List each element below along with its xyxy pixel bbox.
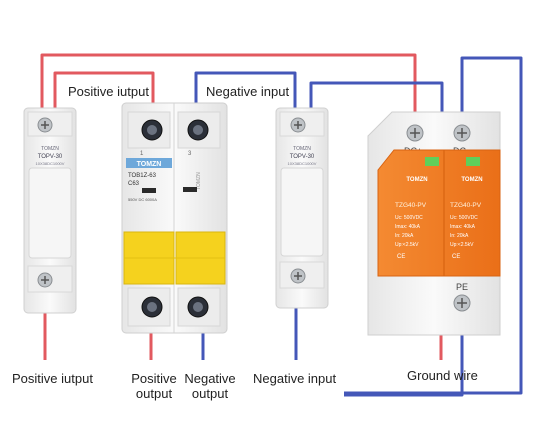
label-top-negative-input: Negative input <box>206 84 290 99</box>
breaker-brand: TOMZN <box>137 161 162 168</box>
fuse-left-spec: 10X38DC1000V <box>36 161 65 166</box>
spd-module-1-brand: TOMZN <box>406 177 427 183</box>
label-bottom-negative-input: Negative input <box>253 371 337 386</box>
fuse-left-brand: TOMZN <box>41 146 59 152</box>
breaker-spec: 550V DC 6000A <box>128 197 157 202</box>
breaker-terminal-3: 3 <box>188 151 192 157</box>
positive-wire-to-breaker <box>53 71 155 112</box>
fuse-holder-left: TOMZN TOPV-30 10X38DC1000V <box>23 107 77 314</box>
label-ground-wire: Ground wire <box>407 368 478 383</box>
spd-module-1-model: TZG40-PV <box>395 202 427 209</box>
spd-module-1-ce: CE <box>397 254 405 260</box>
spd-module-2: TOMZN TZG40-PV Uc: 500VDC Imax: 40kA In:… <box>450 177 483 260</box>
label-positive-output-line2: output <box>135 386 173 401</box>
spd-module-2-in: In: 20kA <box>450 233 469 239</box>
fuse-right-brand: TOMZN <box>293 146 311 152</box>
label-negative-output-line1: Negative <box>184 371 236 386</box>
label-positive-output-line1: Positive <box>131 371 177 386</box>
breaker-side-label: TOMZN <box>196 172 202 190</box>
label-positive-output: Positive output <box>126 371 182 401</box>
label-negative-output-line2: output <box>191 386 229 401</box>
fuse-left-model: TOPV-30 <box>38 154 63 160</box>
breaker-model: TOB1Z-63 <box>128 173 157 179</box>
fuse-holder-right: TOMZN TOPV-30 10X38DC1000V <box>275 107 329 309</box>
label-top-positive-input: Positive iutput <box>68 84 149 99</box>
negative-wire-to-breaker <box>194 71 297 112</box>
spd-module-1: TOMZN TZG40-PV Uc: 500VDC Imax: 40kA In:… <box>395 177 428 260</box>
spd-module-2-ce: CE <box>452 254 460 260</box>
spd-module-2-model: TZG40-PV <box>450 202 482 209</box>
fuse-right-spec: 10X38DC1000V <box>288 161 317 166</box>
breaker-rating: C63 <box>128 181 140 187</box>
spd-module-2-brand: TOMZN <box>461 177 482 183</box>
fuse-right-model: TOPV-30 <box>290 154 315 160</box>
spd-module-1-up: Up:<2.5kV <box>395 242 419 248</box>
negative-wire-to-spd <box>309 81 444 112</box>
spd-module-1-in: In: 20kA <box>395 233 414 239</box>
spd-module-1-imax: Imax: 40kA <box>395 224 421 230</box>
spd-module-1-uc: Uc: 500VDC <box>395 215 423 221</box>
surge-protection-device: DC+ DC- TOMZN TZG40-PV Uc: 500VDC Imax: … <box>367 111 501 336</box>
spd-module-2-imax: Imax: 40kA <box>450 224 476 230</box>
spd-pe-label: PE <box>456 282 468 292</box>
label-bottom-positive-input: Positive iutput <box>12 371 93 386</box>
circuit-breaker: 1 3 TOMZN TOB1Z-63 C63 550V DC 6000A TOM… <box>121 102 228 334</box>
label-negative-output: Negative output <box>179 371 241 401</box>
spd-module-2-up: Up:<2.5kV <box>450 242 474 248</box>
spd-module-2-uc: Uc: 500VDC <box>450 215 478 221</box>
breaker-terminal-1: 1 <box>140 151 144 157</box>
